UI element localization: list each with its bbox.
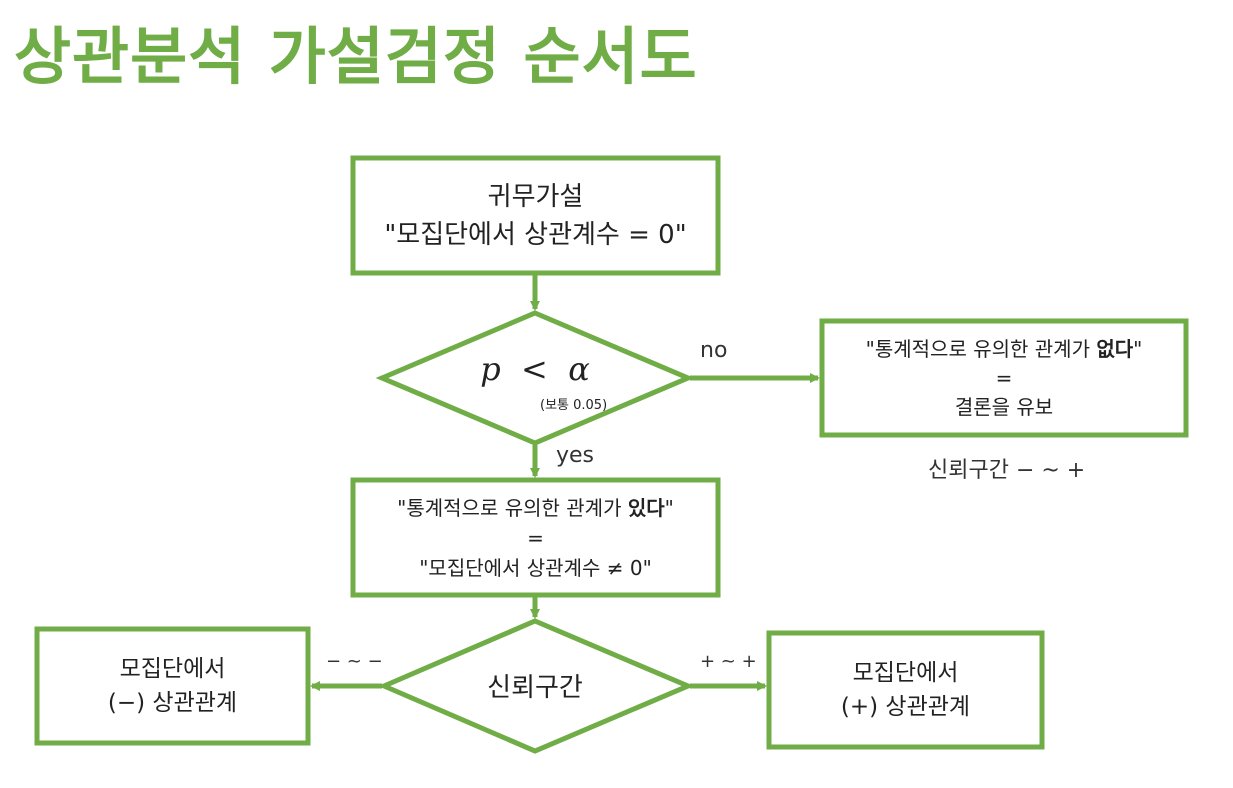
null-hypothesis-text: 귀무가설 "모집단에서 상관계수 = 0": [353, 158, 718, 273]
minus-range-label: − ~ −: [326, 651, 383, 672]
significant-prefix: "통계적으로 유의한 관계가: [397, 495, 628, 520]
not-significant-prefix: "통계적으로 유의한 관계가: [865, 336, 1097, 361]
positive-line1: 모집단에서: [852, 660, 959, 686]
not-significant-bold: 없다: [1096, 336, 1134, 361]
positive-correlation-text: 모집단에서 (+) 상관관계: [769, 633, 1042, 747]
null-hypothesis-title: 귀무가설: [487, 181, 584, 212]
page-title: 상관분석 가설검정 순서도: [14, 20, 698, 93]
significant-line1: "통계적으로 유의한 관계가 있다": [397, 493, 674, 523]
p-alpha-decision-diamond: [375, 310, 695, 446]
significant-equals: =: [527, 525, 544, 550]
less-than-symbol: <: [521, 350, 548, 388]
alpha-note: (보통 0.05): [540, 398, 608, 413]
significant-bold: 있다: [627, 495, 665, 520]
no-edge-label: no: [700, 338, 728, 363]
not-significant-box: [819, 318, 1189, 438]
ci-decision-text: 신뢰구간: [460, 660, 610, 710]
negative-line2: (−) 상관관계: [107, 690, 238, 716]
ci-decision-label: 신뢰구간: [487, 672, 583, 703]
negative-correlation-text: 모집단에서 (−) 상관관계: [37, 629, 308, 743]
null-hypothesis-statement: "모집단에서 상관계수 = 0": [384, 219, 687, 250]
ci-range-note: 신뢰구간 − ~ +: [928, 458, 1086, 483]
plus-range-label: + ~ +: [700, 651, 757, 672]
significant-box: [350, 477, 721, 598]
yes-edge-label: yes: [556, 443, 595, 468]
negative-line1: 모집단에서: [119, 656, 226, 682]
significant-statement: "모집단에서 상관계수 ≠ 0": [419, 555, 652, 580]
null-hypothesis-box: [350, 155, 721, 276]
decision-text: p < α (보통 0.05): [440, 350, 630, 420]
p-symbol: p: [480, 350, 501, 388]
significant-text: "통계적으로 유의한 관계가 있다" = "모집단에서 상관계수 ≠ 0": [353, 480, 718, 595]
not-significant-line1: "통계적으로 유의한 관계가 없다": [866, 335, 1143, 364]
not-significant-text: "통계적으로 유의한 관계가 없다" = 결론을 유보: [822, 321, 1186, 435]
positive-correlation-box: [766, 630, 1045, 750]
negative-correlation-box: [34, 626, 311, 746]
p-alpha-formula: p < α: [480, 350, 590, 388]
positive-line2: (+) 상관관계: [840, 694, 971, 720]
not-significant-conclusion: 결론을 유보: [954, 394, 1054, 419]
alpha-symbol: α: [568, 350, 590, 388]
not-significant-equals: =: [995, 365, 1013, 390]
ci-decision-diamond: [377, 618, 695, 754]
not-significant-quote: ": [1133, 336, 1143, 361]
significant-quote: ": [664, 495, 674, 520]
